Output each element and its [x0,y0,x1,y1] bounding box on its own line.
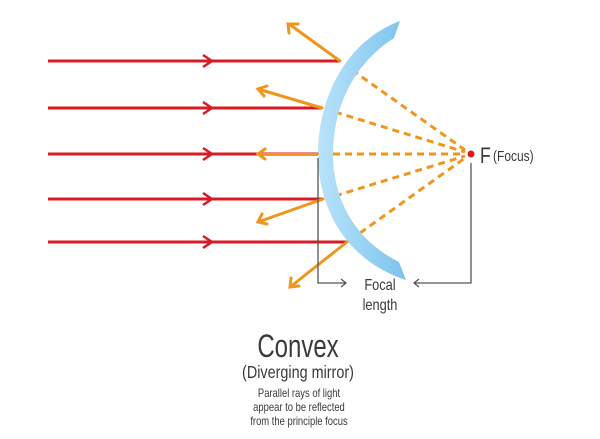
reflected-rays [255,22,349,289]
arrowhead-icon [255,147,267,161]
focus-label: F [480,144,491,168]
arrowhead-icon [202,53,215,69]
focal-length-bracket [317,158,472,288]
incident-rays [48,59,347,244]
convex-mirror [318,21,406,280]
diagram-subtitle: (Diverging mirror) [242,363,354,383]
virtual-ray [334,154,466,198]
virtual-rays [333,68,466,235]
arrowhead-icon [412,278,420,288]
reflected-ray [256,87,324,110]
arrowhead-icon [255,84,269,98]
description-line: from the principle focus [250,415,347,428]
arrowhead-icon [202,191,215,207]
virtual-ray [334,110,466,154]
description-line: appear to be reflected [253,401,345,414]
arrowhead-icon [202,146,215,162]
reflected-ray [287,22,342,63]
virtual-ray [351,68,466,152]
arrowhead-icon [340,278,348,288]
focal-length-label: Focal [364,277,395,295]
incident-ray-arrowheads [202,53,215,250]
description-line: Parallel rays of light [258,387,340,400]
reflected-ray [256,197,325,224]
focus-sublabel: (Focus) [493,148,534,165]
focus-point [467,150,475,158]
focal-length-label: length [363,297,398,315]
arrowhead-icon [202,100,215,116]
arrowhead-icon [255,212,269,226]
arrowhead-icon [286,22,300,35]
arrowhead-icon [202,234,215,250]
virtual-ray [359,156,466,235]
diagram-title: Convex [257,328,338,364]
arrowhead-icon [288,276,301,289]
